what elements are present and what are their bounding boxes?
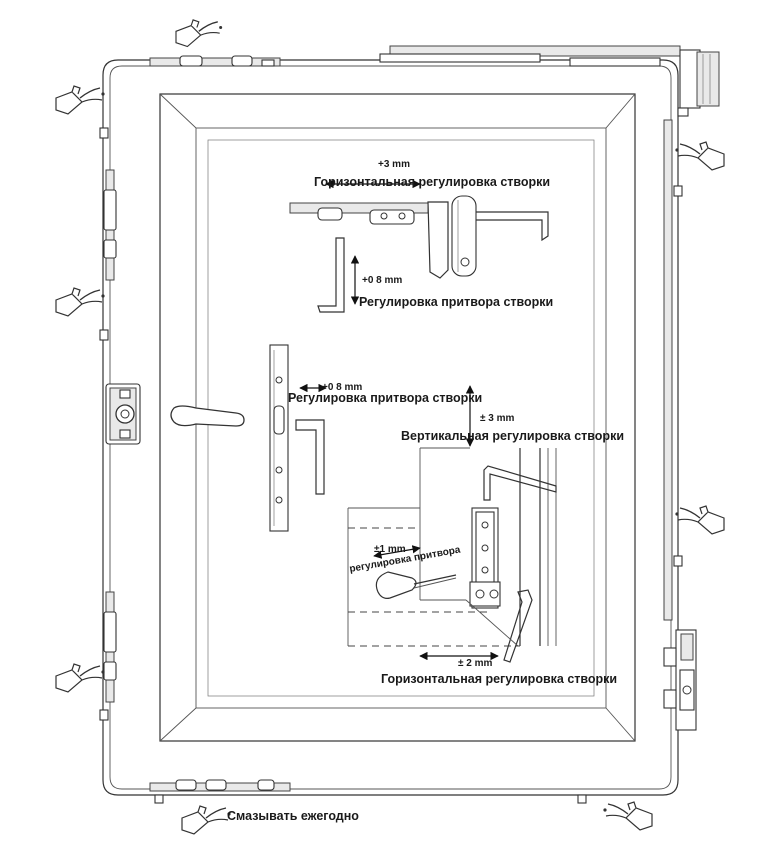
- horiz-bot-mm: ± 2 mm: [458, 658, 492, 669]
- right-rail-hardware: [663, 119, 697, 731]
- top-rail-hardware: [149, 45, 720, 117]
- left-rail-hardware: [99, 127, 141, 721]
- press-mid-text: Регулировка притвора створки: [288, 391, 482, 405]
- detail-top-hinge: +3 mm Горизонтальная регулировка створки…: [289, 159, 553, 313]
- bottom-rail-hardware: [149, 779, 587, 804]
- horiz-top-text: Горизонтальная регулировка створки: [314, 175, 550, 189]
- press-diag-mm: ±1 mm: [374, 544, 406, 555]
- screwdriver-icon: [375, 571, 457, 599]
- detail-bottom-hinge: ± 3 mm Вертикальная регулировка створки: [347, 385, 624, 686]
- oil-can-icon: [55, 19, 725, 835]
- window-handle: [170, 405, 245, 427]
- press-top-text: Регулировка притвора створки: [359, 295, 553, 309]
- lubricate-text: Смазывать ежегодно: [227, 809, 359, 823]
- vert-text: Вертикальная регулировка створки: [401, 429, 624, 443]
- press-top-mm: +0 8 mm: [362, 275, 402, 286]
- detail-locking-cam: +0 8 mm Регулировка притвора створки: [269, 344, 482, 532]
- press-mid-mm: +0 8 mm: [322, 382, 362, 393]
- window-sash: [102, 59, 679, 796]
- horiz-top-mm: +3 mm: [378, 159, 410, 170]
- vert-mm: ± 3 mm: [480, 413, 514, 424]
- horiz-bot-text: Горизонтальная регулировка створки: [381, 672, 617, 686]
